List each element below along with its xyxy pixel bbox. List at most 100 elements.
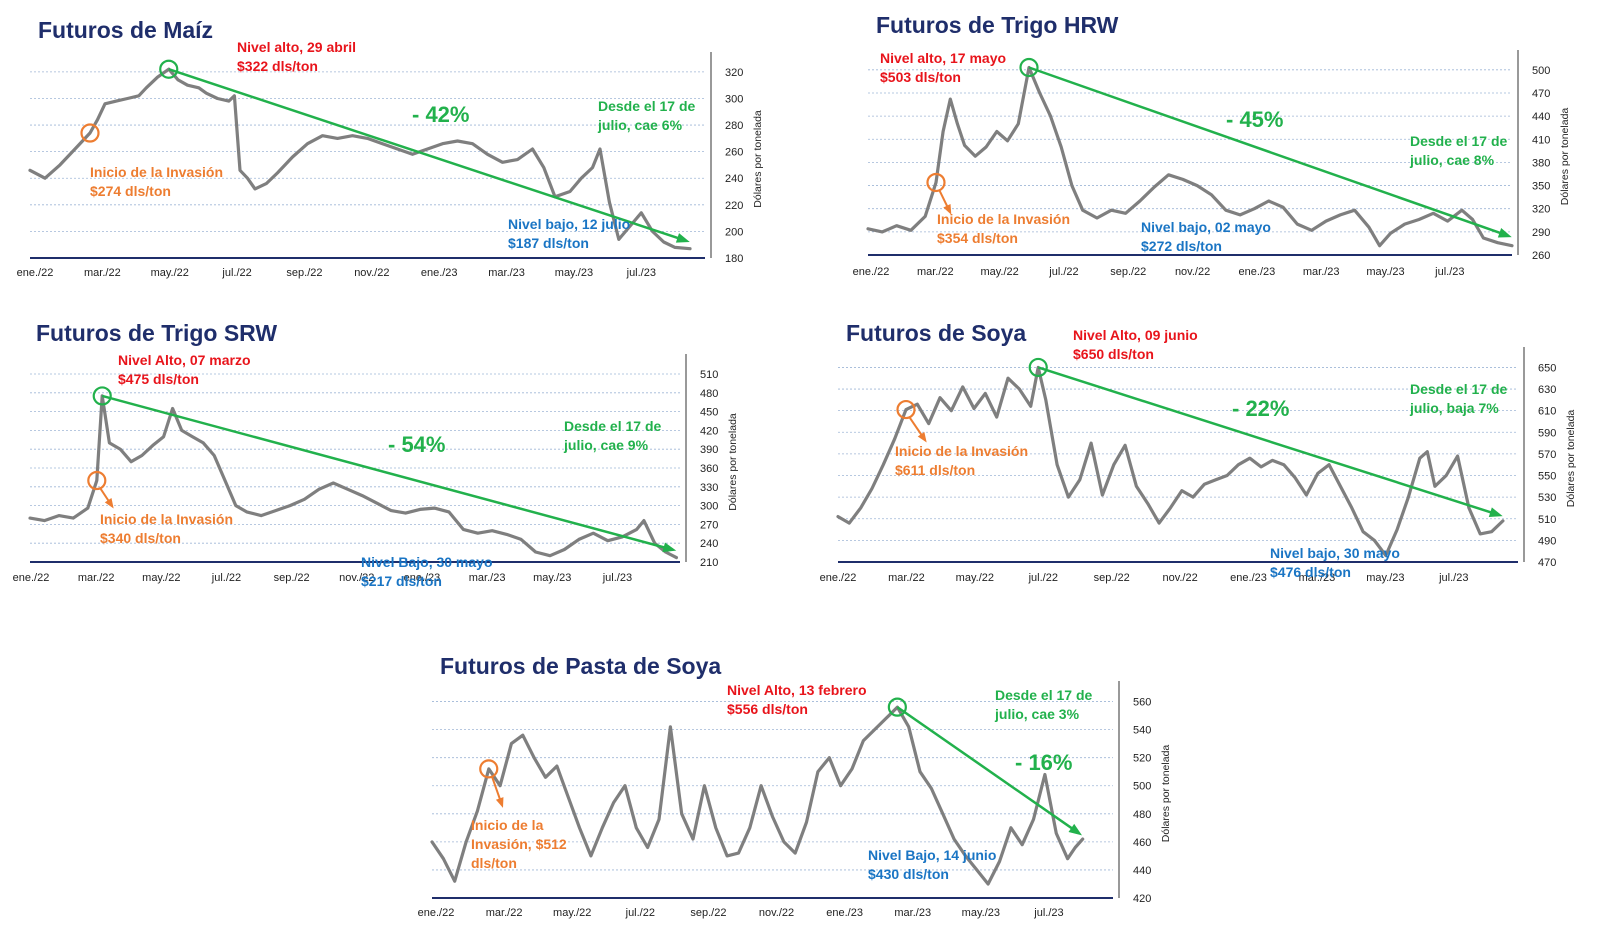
x-tick-label: mar./22 <box>888 572 925 584</box>
chart-title: Futuros de Soya <box>846 320 1026 346</box>
invasion-annotation: Invasión, $512 <box>471 836 567 852</box>
x-tick-label: nov./22 <box>1162 572 1197 584</box>
y-axis-label: Dólares por tonelada <box>1160 745 1172 843</box>
y-tick-label: 300 <box>700 501 718 513</box>
percent-change-label: - 42% <box>412 102 469 127</box>
x-tick-label: jul./23 <box>602 572 632 584</box>
invasion-annotation: Inicio de la Invasión <box>90 164 223 180</box>
x-tick-label: mar./23 <box>894 907 931 919</box>
x-tick-label: nov./22 <box>1175 266 1210 278</box>
chart-panel: Futuros de Trigo SRW21024027030033036039… <box>13 320 739 589</box>
high-annotation: $475 dls/ton <box>118 371 199 387</box>
low-annotation: $272 dls/ton <box>1141 238 1222 254</box>
x-tick-label: mar./23 <box>488 267 525 279</box>
x-tick-label: mar./23 <box>1299 572 1336 584</box>
july-annotation: Desde el 17 de <box>598 98 695 114</box>
x-tick-label: ene./22 <box>853 266 890 278</box>
invasion-marker <box>80 123 100 143</box>
invasion-annotation: Inicio de la Invasión <box>100 511 233 527</box>
chart-panel: Futuros de Soya4704905105305505705906106… <box>820 320 1577 584</box>
y-axis-label: Dólares por tonelada <box>1565 410 1577 508</box>
y-tick-label: 320 <box>1532 204 1550 216</box>
x-tick-label: jul./22 <box>221 267 251 279</box>
invasion-annotation: $340 dls/ton <box>100 530 181 546</box>
low-annotation: Nivel bajo, 02 mayo <box>1141 219 1271 235</box>
high-annotation: Nivel alto, 17 mayo <box>880 50 1006 66</box>
chart-title: Futuros de Maíz <box>38 17 213 43</box>
trend-arrow-line <box>168 68 687 242</box>
x-tick-label: may./22 <box>142 572 180 584</box>
invasion-marker <box>896 399 916 420</box>
invasion-arrow-head <box>104 497 114 509</box>
y-tick-label: 180 <box>725 253 743 265</box>
low-annotation: $430 dls/ton <box>868 866 949 882</box>
y-tick-label: 500 <box>1133 781 1151 793</box>
y-axis-label: Dólares por tonelada <box>727 413 739 511</box>
x-tick-label: sep./22 <box>286 267 322 279</box>
july-annotation: Desde el 17 de <box>995 687 1092 703</box>
trend-arrow-head <box>1068 823 1083 836</box>
high-annotation: $556 dls/ton <box>727 701 808 717</box>
y-tick-label: 260 <box>1532 250 1550 262</box>
x-tick-label: may./23 <box>1366 266 1404 278</box>
trend-arrow-head <box>675 233 690 243</box>
y-tick-label: 200 <box>725 226 743 238</box>
trend-arrow-head <box>1488 507 1503 517</box>
low-annotation: $476 dls/ton <box>1270 564 1351 580</box>
x-tick-label: may./23 <box>533 572 571 584</box>
y-tick-label: 260 <box>725 147 743 159</box>
y-tick-label: 350 <box>1532 181 1550 193</box>
percent-change-label: - 54% <box>388 432 445 457</box>
x-tick-label: mar./23 <box>1303 266 1340 278</box>
x-tick-label: nov./22 <box>339 572 374 584</box>
y-tick-label: 300 <box>725 93 743 105</box>
x-tick-label: may./22 <box>956 572 994 584</box>
july-annotation: Desde el 17 de <box>1410 133 1507 149</box>
y-tick-label: 270 <box>700 519 718 531</box>
high-annotation: Nivel Alto, 09 junio <box>1073 327 1198 343</box>
percent-change-label: - 22% <box>1232 396 1289 421</box>
y-tick-label: 480 <box>700 388 718 400</box>
low-annotation: Nivel Bajo, 14 junio <box>868 847 996 863</box>
x-tick-label: jul./22 <box>211 572 241 584</box>
chart-panel: Futuros de Maíz180200220240260280300320D… <box>17 17 764 279</box>
x-tick-label: may./22 <box>553 907 591 919</box>
high-marker <box>92 386 112 406</box>
trend-arrow-line <box>101 394 673 551</box>
y-tick-label: 210 <box>700 557 718 569</box>
x-tick-label: ene./23 <box>421 267 458 279</box>
x-tick-label: sep./22 <box>690 907 726 919</box>
y-tick-label: 390 <box>700 444 718 456</box>
y-tick-label: 440 <box>1133 865 1151 877</box>
july-annotation: Desde el 17 de <box>564 418 661 434</box>
y-tick-label: 330 <box>700 482 718 494</box>
x-tick-label: may./22 <box>151 267 189 279</box>
invasion-annotation: Inicio de la Invasión <box>937 211 1070 227</box>
y-tick-label: 510 <box>700 369 718 381</box>
x-tick-label: ene./23 <box>404 572 441 584</box>
y-tick-label: 320 <box>725 67 743 79</box>
price-series-line <box>866 65 1514 248</box>
x-tick-label: sep./22 <box>1094 572 1130 584</box>
y-tick-label: 470 <box>1532 88 1550 100</box>
x-tick-label: may./23 <box>555 267 593 279</box>
y-tick-label: 480 <box>1133 809 1151 821</box>
y-tick-label: 530 <box>1538 492 1556 504</box>
invasion-annotation: dls/ton <box>471 855 517 871</box>
y-tick-label: 570 <box>1538 449 1556 461</box>
high-annotation: $322 dls/ton <box>237 58 318 74</box>
chart-panel: Futuros de Trigo HRW26029032035038041044… <box>853 12 1571 278</box>
y-tick-label: 560 <box>1133 697 1151 709</box>
x-tick-label: mar./22 <box>84 267 121 279</box>
chart-title: Futuros de Trigo HRW <box>876 12 1119 38</box>
high-marker <box>159 59 179 79</box>
x-tick-label: jul./23 <box>1434 266 1464 278</box>
july-annotation: julio, cae 8% <box>1409 152 1495 168</box>
y-tick-label: 550 <box>1538 471 1556 483</box>
x-tick-label: jul./23 <box>1033 907 1063 919</box>
low-annotation: Nivel bajo, 12 julio <box>508 216 630 232</box>
high-annotation: Nivel Alto, 07 marzo <box>118 352 251 368</box>
y-axis-label: Dólares por tonelada <box>752 110 764 208</box>
y-tick-label: 380 <box>1532 157 1550 169</box>
chart-title: Futuros de Pasta de Soya <box>440 653 721 679</box>
